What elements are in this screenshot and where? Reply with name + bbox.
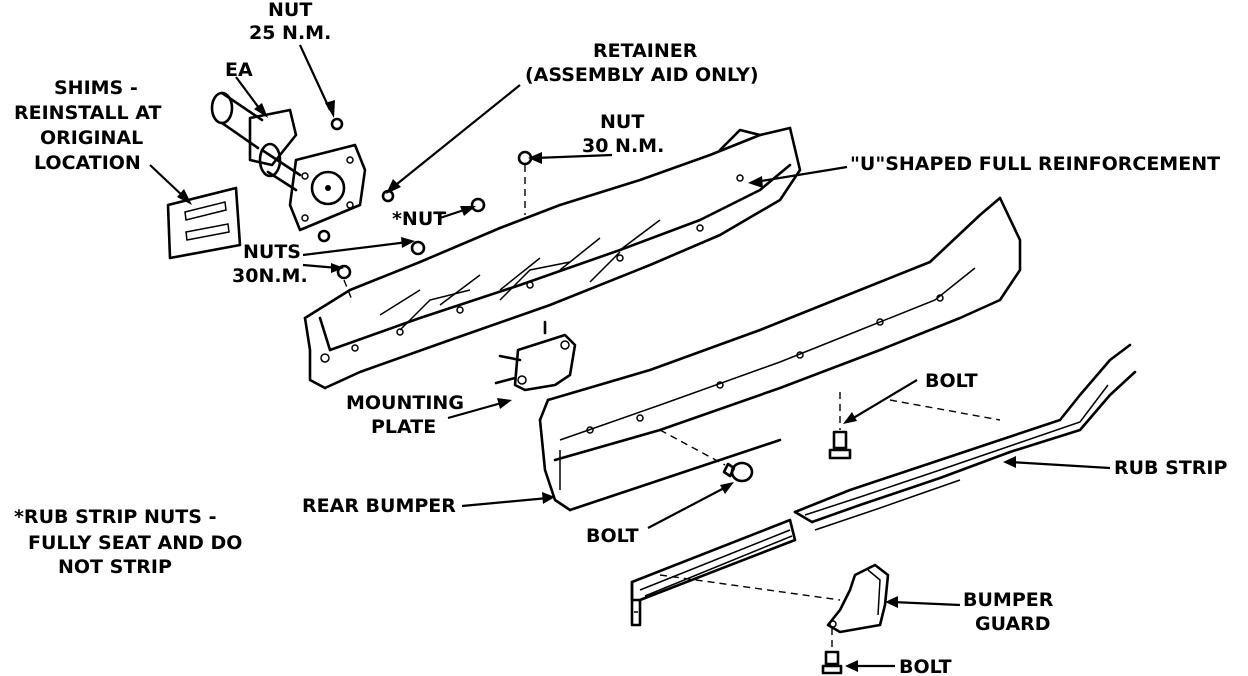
mounting-plate-label-line1: MOUNTING (346, 392, 464, 414)
nut-25-label-line2: 25 N.M. (249, 22, 331, 44)
bolt-middle-label: BOLT (586, 525, 639, 547)
bumper-guard-part (826, 563, 890, 634)
bolt-upper-label: BOLT (925, 370, 978, 392)
bumper-guard-label-line2: GUARD (975, 613, 1051, 635)
nuts-30-label-line2: 30N.M. (232, 265, 308, 287)
shims-label-line4: LOCATION (34, 152, 141, 174)
bolt-middle-part (659, 429, 754, 483)
footnote-line1: *RUB STRIP NUTS - (14, 506, 216, 528)
bolt-lower-part (821, 628, 843, 675)
mounting-plate-label-line2: PLATE (371, 416, 436, 438)
shims-label-line3: ORIGINAL (40, 127, 143, 149)
footnote-line2: FULLY SEAT AND DO (28, 532, 242, 554)
u-shaped-reinforcement (303, 126, 802, 390)
bumper-guard-label-line1: BUMPER (963, 589, 1054, 611)
bolt-upper-part (828, 392, 852, 460)
rear-bumper (538, 196, 1022, 512)
reinforcement-nuts (336, 150, 533, 301)
shims-label-line2: REINSTALL AT (14, 102, 162, 124)
retainer-label-line1: RETAINER (593, 40, 698, 62)
lower-rub-strip-part (630, 518, 841, 627)
retainer-label-line2: (ASSEMBLY AID ONLY) (525, 64, 759, 86)
nuts-30-label-line1: NUTS (243, 241, 301, 263)
footnote-line3: NOT STRIP (58, 556, 172, 578)
mounting-plate (494, 320, 577, 392)
shim (166, 186, 242, 260)
nut-25-label-line1: NUT (268, 0, 312, 21)
nut-30-label-line1: NUT (600, 111, 644, 133)
rear-bumper-label: REAR BUMPER (302, 495, 456, 517)
leader-lines (149, 44, 1111, 672)
energy-absorber (210, 91, 367, 232)
shims-label-line1: SHIMS - (54, 77, 138, 99)
ea-nuts (317, 117, 395, 243)
nut-30-label-line2: 30 N.M. (582, 135, 664, 157)
ea-label: EA (225, 59, 253, 81)
u-reinforcement-label: "U"SHAPED FULL REINFORCEMENT (850, 153, 1220, 175)
rub-strip-part (793, 343, 1137, 531)
star-nut-label: *NUT (392, 208, 446, 230)
rub-strip-label: RUB STRIP (1114, 457, 1227, 479)
bolt-lower-label: BOLT (899, 656, 952, 676)
